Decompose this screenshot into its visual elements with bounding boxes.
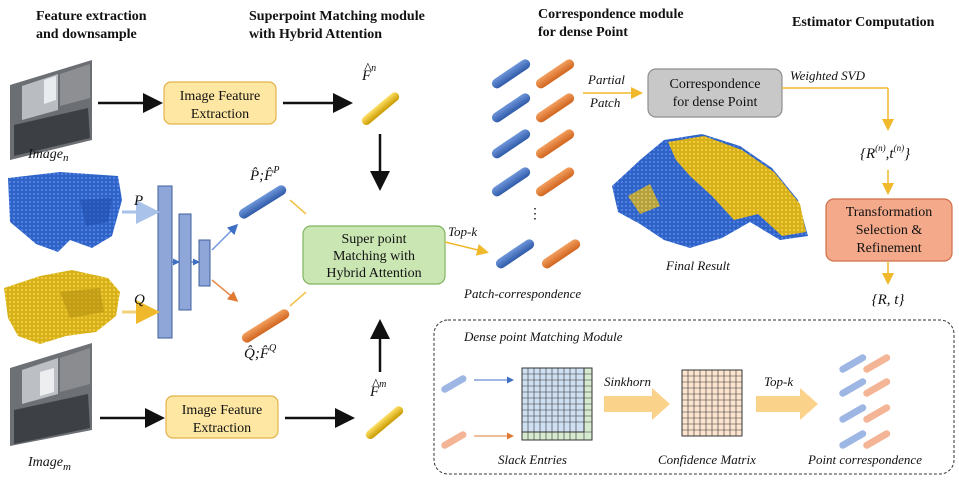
header-feature-extraction-2: and downsample xyxy=(36,27,137,42)
image-feature-box-bottom: Image Feature Extraction xyxy=(165,395,279,439)
fm-label: Fm xyxy=(369,379,386,400)
dense-input-blue-bar xyxy=(441,375,467,393)
image-n-label: Imagen xyxy=(27,147,69,164)
image-feature-top-line2: Extraction xyxy=(191,107,249,122)
confidence-matrix-label: Confidence Matrix xyxy=(658,452,756,467)
header-feature-extraction: Feature extraction xyxy=(36,9,147,24)
rt-candidates-label: {R(n),t(n)} xyxy=(860,143,910,162)
image-m-label: Imagem xyxy=(27,455,71,473)
image-feature-bottom-line1: Image Feature xyxy=(182,403,262,418)
fn-label: Fn xyxy=(361,63,376,84)
final-result-label: Final Result xyxy=(665,258,730,273)
sinkhorn-arrow xyxy=(604,388,670,420)
patch-ellipsis: ⋮ xyxy=(528,207,542,222)
fn-hat: ^ xyxy=(364,61,372,77)
patch-label: Patch xyxy=(589,95,620,110)
arrow-q-feat-to-superpoint xyxy=(289,291,307,307)
superpoint-line2: Matching with xyxy=(333,249,415,264)
superpoint-matching-box: Super point Matching with Hybrid Attenti… xyxy=(302,225,446,285)
topk-label-top: Top-k xyxy=(448,224,477,239)
header-superpoint-2: with Hybrid Attention xyxy=(249,27,382,42)
p-label: P xyxy=(133,193,143,209)
superpoint-line1: Super point xyxy=(342,232,407,247)
sinkhorn-label: Sinkhorn xyxy=(604,374,651,389)
topk-dense-arrow xyxy=(756,388,818,420)
transformation-line2: Selection & xyxy=(856,223,923,238)
point-correspondence-pairs xyxy=(839,354,891,449)
arrow-superpoint-to-patches xyxy=(444,241,489,256)
transformation-line1: Transformation xyxy=(846,205,933,220)
p-feature-bar xyxy=(238,185,287,219)
patch-correspondence-stack xyxy=(491,59,581,269)
header-correspondence-2: for dense Point xyxy=(538,25,628,40)
point-correspondence-label: Point correspondence xyxy=(807,452,922,467)
slack-entries-matrix xyxy=(521,367,593,441)
dense-module-frame xyxy=(433,319,955,475)
final-result-point-cloud xyxy=(612,134,808,248)
confidence-matrix xyxy=(681,369,743,437)
q-feature-bar xyxy=(241,309,290,343)
header-superpoint: Superpoint Matching module xyxy=(249,9,425,24)
weighted-svd-label: Weighted SVD xyxy=(790,68,866,83)
q-label: Q xyxy=(134,292,145,308)
arrow-encoder-to-q-feat xyxy=(211,279,239,302)
partial-label: Partial xyxy=(587,72,625,87)
correspondence-line2: for dense Point xyxy=(673,95,758,110)
image-feature-bottom-line2: Extraction xyxy=(193,421,251,436)
patch-correspondence-label: Patch-correspondence xyxy=(463,286,581,301)
superpoint-line3: Hybrid Attention xyxy=(326,266,421,281)
image-m-thumbnail xyxy=(10,343,92,446)
image-feature-top-line1: Image Feature xyxy=(180,89,260,104)
topk-dense-label: Top-k xyxy=(764,374,793,389)
image-feature-box-top: Image Feature Extraction xyxy=(163,81,277,125)
transformation-box: Transformation Selection & Refinement xyxy=(825,198,953,262)
correspondence-box: Correspondence for dense Point xyxy=(647,68,783,118)
header-correspondence: Correspondence module xyxy=(538,7,684,22)
encoder-pyramid xyxy=(157,185,211,339)
fm-feature-bar xyxy=(365,406,404,440)
q-feature-label: Q̂;F̂Q xyxy=(244,343,277,362)
correspondence-line1: Correspondence xyxy=(670,77,761,92)
dense-module-title: Dense point Matching Module xyxy=(463,329,623,344)
dense-input-orange-bar xyxy=(441,431,467,449)
fn-feature-bar xyxy=(361,92,400,126)
rt-final-label: {R, t} xyxy=(872,292,905,308)
fm-hat: ^ xyxy=(372,377,380,393)
point-cloud-p xyxy=(8,172,122,252)
arrow-p-feat-to-superpoint xyxy=(289,199,307,215)
header-estimator: Estimator Computation xyxy=(792,15,935,30)
slack-entries-label: Slack Entries xyxy=(498,452,567,467)
image-n-thumbnail xyxy=(10,60,92,160)
transformation-line3: Refinement xyxy=(856,241,921,256)
point-cloud-q xyxy=(4,270,120,344)
p-feature-label: P̂;F̂P xyxy=(249,165,279,184)
arrow-encoder-to-p-feat xyxy=(211,223,239,251)
